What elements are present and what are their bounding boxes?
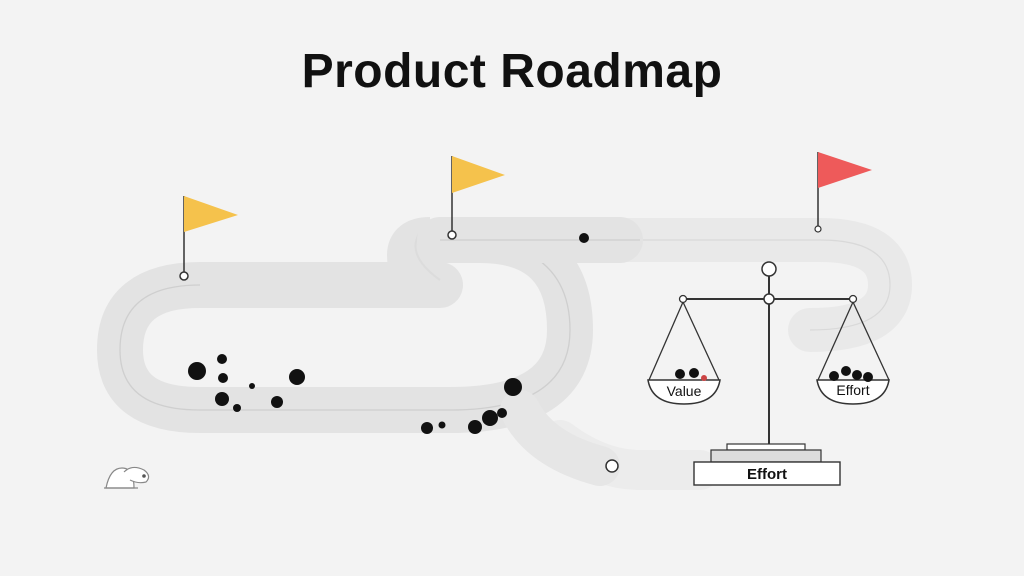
left-pan-label: Value xyxy=(667,383,702,399)
task-dot xyxy=(421,422,433,434)
milestone-marker-3 xyxy=(814,225,822,233)
flag-2-banner xyxy=(452,156,505,193)
task-dot xyxy=(249,383,255,389)
milestone-marker-2 xyxy=(447,230,457,240)
right-pan: Effort xyxy=(816,301,890,405)
task-dot xyxy=(482,410,498,426)
page-title: Product Roadmap xyxy=(301,45,723,98)
milestone-flag-3 xyxy=(814,152,872,233)
task-dot xyxy=(271,396,283,408)
task-dot xyxy=(504,378,522,396)
road-right-loop xyxy=(538,218,913,490)
endpoint-marker xyxy=(605,459,619,473)
task-dot xyxy=(217,354,227,364)
task-dot xyxy=(289,369,305,385)
critter-icon xyxy=(104,466,150,489)
task-dot xyxy=(233,404,241,412)
scale-base-label: Effort xyxy=(747,466,787,483)
scale-top-knob xyxy=(761,261,777,277)
milestone-flag-2 xyxy=(447,156,505,240)
road-main xyxy=(97,217,643,486)
milestone-marker-1 xyxy=(179,271,189,281)
task-dots xyxy=(188,233,589,434)
left-pan: Value xyxy=(647,301,721,405)
task-dot xyxy=(438,421,446,429)
balance-scale: Value Effort Effort xyxy=(647,261,890,486)
task-dot xyxy=(497,408,507,418)
flag-1-banner xyxy=(184,196,238,232)
task-dot xyxy=(468,420,482,434)
milestone-flag-1 xyxy=(179,196,238,281)
flag-3-banner xyxy=(818,152,872,188)
task-dot xyxy=(579,233,589,243)
task-dot xyxy=(218,373,228,383)
right-pan-label: Effort xyxy=(836,382,869,398)
scale-base: Effort xyxy=(693,443,841,486)
task-dot xyxy=(188,362,206,380)
task-dot xyxy=(215,392,229,406)
